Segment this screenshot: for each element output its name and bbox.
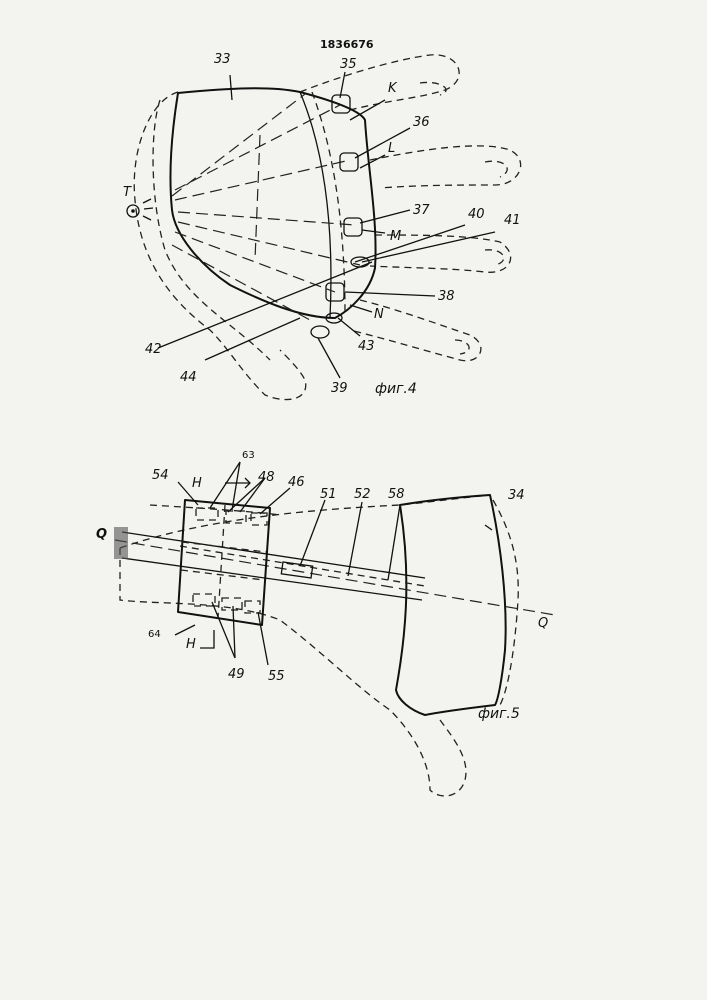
figure-4-caption: фиг.4 bbox=[375, 381, 417, 397]
sensor-37 bbox=[344, 218, 362, 236]
label-37: 37 bbox=[413, 203, 430, 218]
label-63: 63 bbox=[242, 450, 255, 461]
label-51: 51 bbox=[320, 487, 337, 502]
label-42: 42 bbox=[145, 342, 162, 357]
fig4-leader-lines bbox=[158, 72, 495, 378]
label-H-top: H bbox=[192, 476, 202, 491]
sensor-39 bbox=[311, 326, 329, 338]
figure-5: 54 H 63 48 46 51 52 58 34 Q Q 64 H 49 55… bbox=[96, 450, 555, 796]
label-52: 52 bbox=[354, 487, 371, 502]
label-54: 54 bbox=[152, 468, 169, 483]
label-58: 58 bbox=[388, 487, 405, 502]
slot-46 bbox=[251, 513, 267, 525]
label-55: 55 bbox=[268, 669, 285, 684]
label-K: K bbox=[388, 81, 398, 96]
label-34: 34 bbox=[508, 488, 525, 503]
label-64: 64 bbox=[148, 629, 161, 640]
figure-4: T bbox=[123, 52, 521, 400]
rod-end-cap bbox=[114, 527, 128, 559]
label-H-bottom: H bbox=[186, 637, 196, 652]
label-44: 44 bbox=[180, 370, 197, 385]
label-Q-right: Q bbox=[538, 616, 548, 631]
label-N: N bbox=[374, 307, 384, 322]
figure-5-caption: фиг.5 bbox=[478, 706, 520, 722]
fig4-hand-outline bbox=[134, 55, 520, 400]
label-L: L bbox=[388, 141, 395, 156]
label-40: 40 bbox=[468, 207, 485, 222]
slot-49-b bbox=[222, 598, 242, 610]
label-43: 43 bbox=[358, 339, 375, 354]
label-49: 49 bbox=[228, 667, 245, 682]
label-39: 39 bbox=[331, 381, 348, 396]
fig4-light-rays bbox=[172, 94, 360, 320]
label-35: 35 bbox=[340, 57, 357, 72]
label-Q-left: Q bbox=[96, 527, 107, 542]
label-46: 46 bbox=[288, 475, 305, 490]
slot-49-a bbox=[193, 594, 215, 606]
label-41: 41 bbox=[504, 213, 521, 228]
label-36: 36 bbox=[413, 115, 430, 130]
patent-number: 1836676 bbox=[320, 38, 374, 51]
rod bbox=[122, 532, 425, 578]
label-38: 38 bbox=[438, 289, 455, 304]
label-33: 33 bbox=[214, 52, 231, 67]
light-source-label: T bbox=[123, 185, 132, 200]
label-48: 48 bbox=[258, 470, 275, 485]
element-51 bbox=[281, 562, 312, 578]
label-M: M bbox=[390, 229, 401, 244]
